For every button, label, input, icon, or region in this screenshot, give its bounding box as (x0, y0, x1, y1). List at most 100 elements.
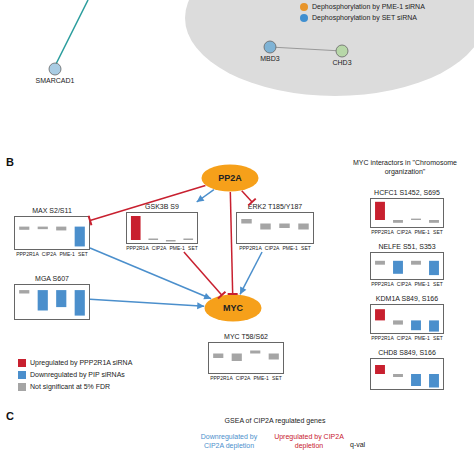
connector (197, 190, 214, 202)
annotation-text: q-val (350, 440, 380, 449)
complex-region (185, 0, 474, 96)
bar-plot (15, 285, 89, 319)
bar (411, 219, 421, 220)
bar (393, 320, 403, 324)
bar (375, 261, 385, 265)
interaction-line (270, 47, 342, 51)
bar (166, 240, 176, 242)
panel-letter: C (6, 410, 26, 423)
protein-name: SMARCAD1 (5, 76, 105, 85)
legend-swatch (300, 3, 308, 11)
connector (90, 299, 204, 309)
bar-plot (371, 359, 443, 389)
connector-head (240, 287, 246, 295)
site-heading: NELFE S51, S353 (340, 242, 474, 251)
protein-name: CHD3 (302, 58, 382, 67)
legend-text: Upregulated by PPP2R1A siRNA (30, 358, 132, 368)
bar (393, 220, 403, 223)
bar-plot (371, 305, 443, 333)
site-heading: KDM1A S849, S166 (340, 294, 474, 303)
connector-head (197, 195, 205, 202)
bar-plot (371, 253, 443, 279)
bar (131, 216, 141, 240)
connector (242, 191, 256, 206)
legend-text: Not significant at 5% FDR (30, 382, 110, 392)
axis-labels: PPP2R1A CIP2A PME-1 SET (356, 229, 458, 235)
site-heading: ERK2 T185/Y187 (206, 202, 344, 211)
legend-swatch (18, 359, 26, 367)
connector (90, 248, 211, 299)
bar-plot (237, 213, 313, 243)
ellipse-shape (205, 295, 262, 322)
connector-line (90, 299, 204, 306)
bar-chart-box: ERK2 T185/Y187PPP2R1A CIP2A PME-1 SET (236, 202, 314, 252)
bar (298, 224, 308, 230)
bar (375, 202, 385, 220)
bar (19, 290, 29, 293)
bar (279, 224, 289, 229)
chart-frame (370, 304, 444, 334)
chart-frame (370, 252, 444, 280)
connector-head (248, 199, 255, 206)
bar (375, 309, 385, 320)
protein-circle (25, 62, 85, 76)
connector-line (230, 192, 232, 294)
axis-labels: PPP2R1A CIP2A PME-1 SET (222, 245, 328, 251)
legend-swatch (18, 383, 26, 391)
bar (429, 374, 439, 388)
connector (184, 252, 226, 298)
site-heading: CHD8 S849, S166 (340, 348, 474, 357)
bar (232, 354, 242, 362)
bar (75, 290, 85, 316)
bar-chart-box: KDM1A S849, S166PPP2R1A CIP2A PME-1 SET (370, 294, 444, 342)
bar (213, 354, 223, 359)
bar (183, 239, 193, 241)
chart-frame (14, 216, 90, 250)
bar (429, 261, 439, 275)
bar (56, 290, 66, 307)
bar-chart-box: NELFE S51, S353PPP2R1A CIP2A PME-1 SET (370, 242, 444, 288)
annotation-text: GSEA of CIP2A regulated genes (200, 416, 350, 425)
bar-plot (127, 213, 197, 243)
annotation-text: Downregulated by CIP2A depletion (190, 432, 268, 450)
bar (269, 354, 279, 360)
bar (411, 261, 421, 265)
bar (250, 351, 260, 354)
connector (228, 192, 238, 294)
bar (148, 239, 158, 241)
protein-circle-shape (264, 41, 276, 53)
bar (375, 365, 385, 374)
bar-plot (371, 199, 443, 227)
protein-circle-shape (49, 63, 61, 75)
chart-frame (370, 358, 444, 390)
axis-labels: PPP2R1A CIP2A PME-1 SET (194, 375, 298, 381)
site-heading: MGA S607 (0, 274, 120, 283)
bar-chart-box: MAX S2/S11PPP2R1A CIP2A PME-1 SET (14, 206, 90, 258)
bar-plot (209, 343, 283, 373)
annotation-text: Upregulated by CIP2A depletion (272, 432, 346, 450)
connector-line (197, 190, 214, 202)
protein-node: MBD3 (250, 40, 290, 66)
site-heading: MYC T58/S62 (178, 332, 314, 341)
bar (38, 227, 48, 230)
connector-line (242, 191, 252, 202)
bar (241, 219, 251, 224)
protein-node: SMARCAD1 (25, 62, 85, 88)
chart-frame (236, 212, 314, 244)
bar (75, 227, 85, 247)
protein-circle-shape (336, 45, 348, 57)
legend-swatch (18, 371, 26, 379)
connector-head (89, 216, 92, 226)
bar (260, 224, 270, 230)
protein-node: CHD3 (322, 44, 362, 70)
bar (19, 227, 29, 230)
connector-line (90, 185, 205, 220)
connector (89, 185, 206, 225)
chart-frame (14, 284, 90, 320)
axis-labels: PPP2R1A CIP2A PME-1 SET (0, 251, 104, 257)
legend-text: Dephosphorylation by PME-1 siRNA (312, 2, 425, 12)
connector-head (228, 293, 238, 295)
bar-chart-box: MGA S607 (14, 274, 90, 320)
